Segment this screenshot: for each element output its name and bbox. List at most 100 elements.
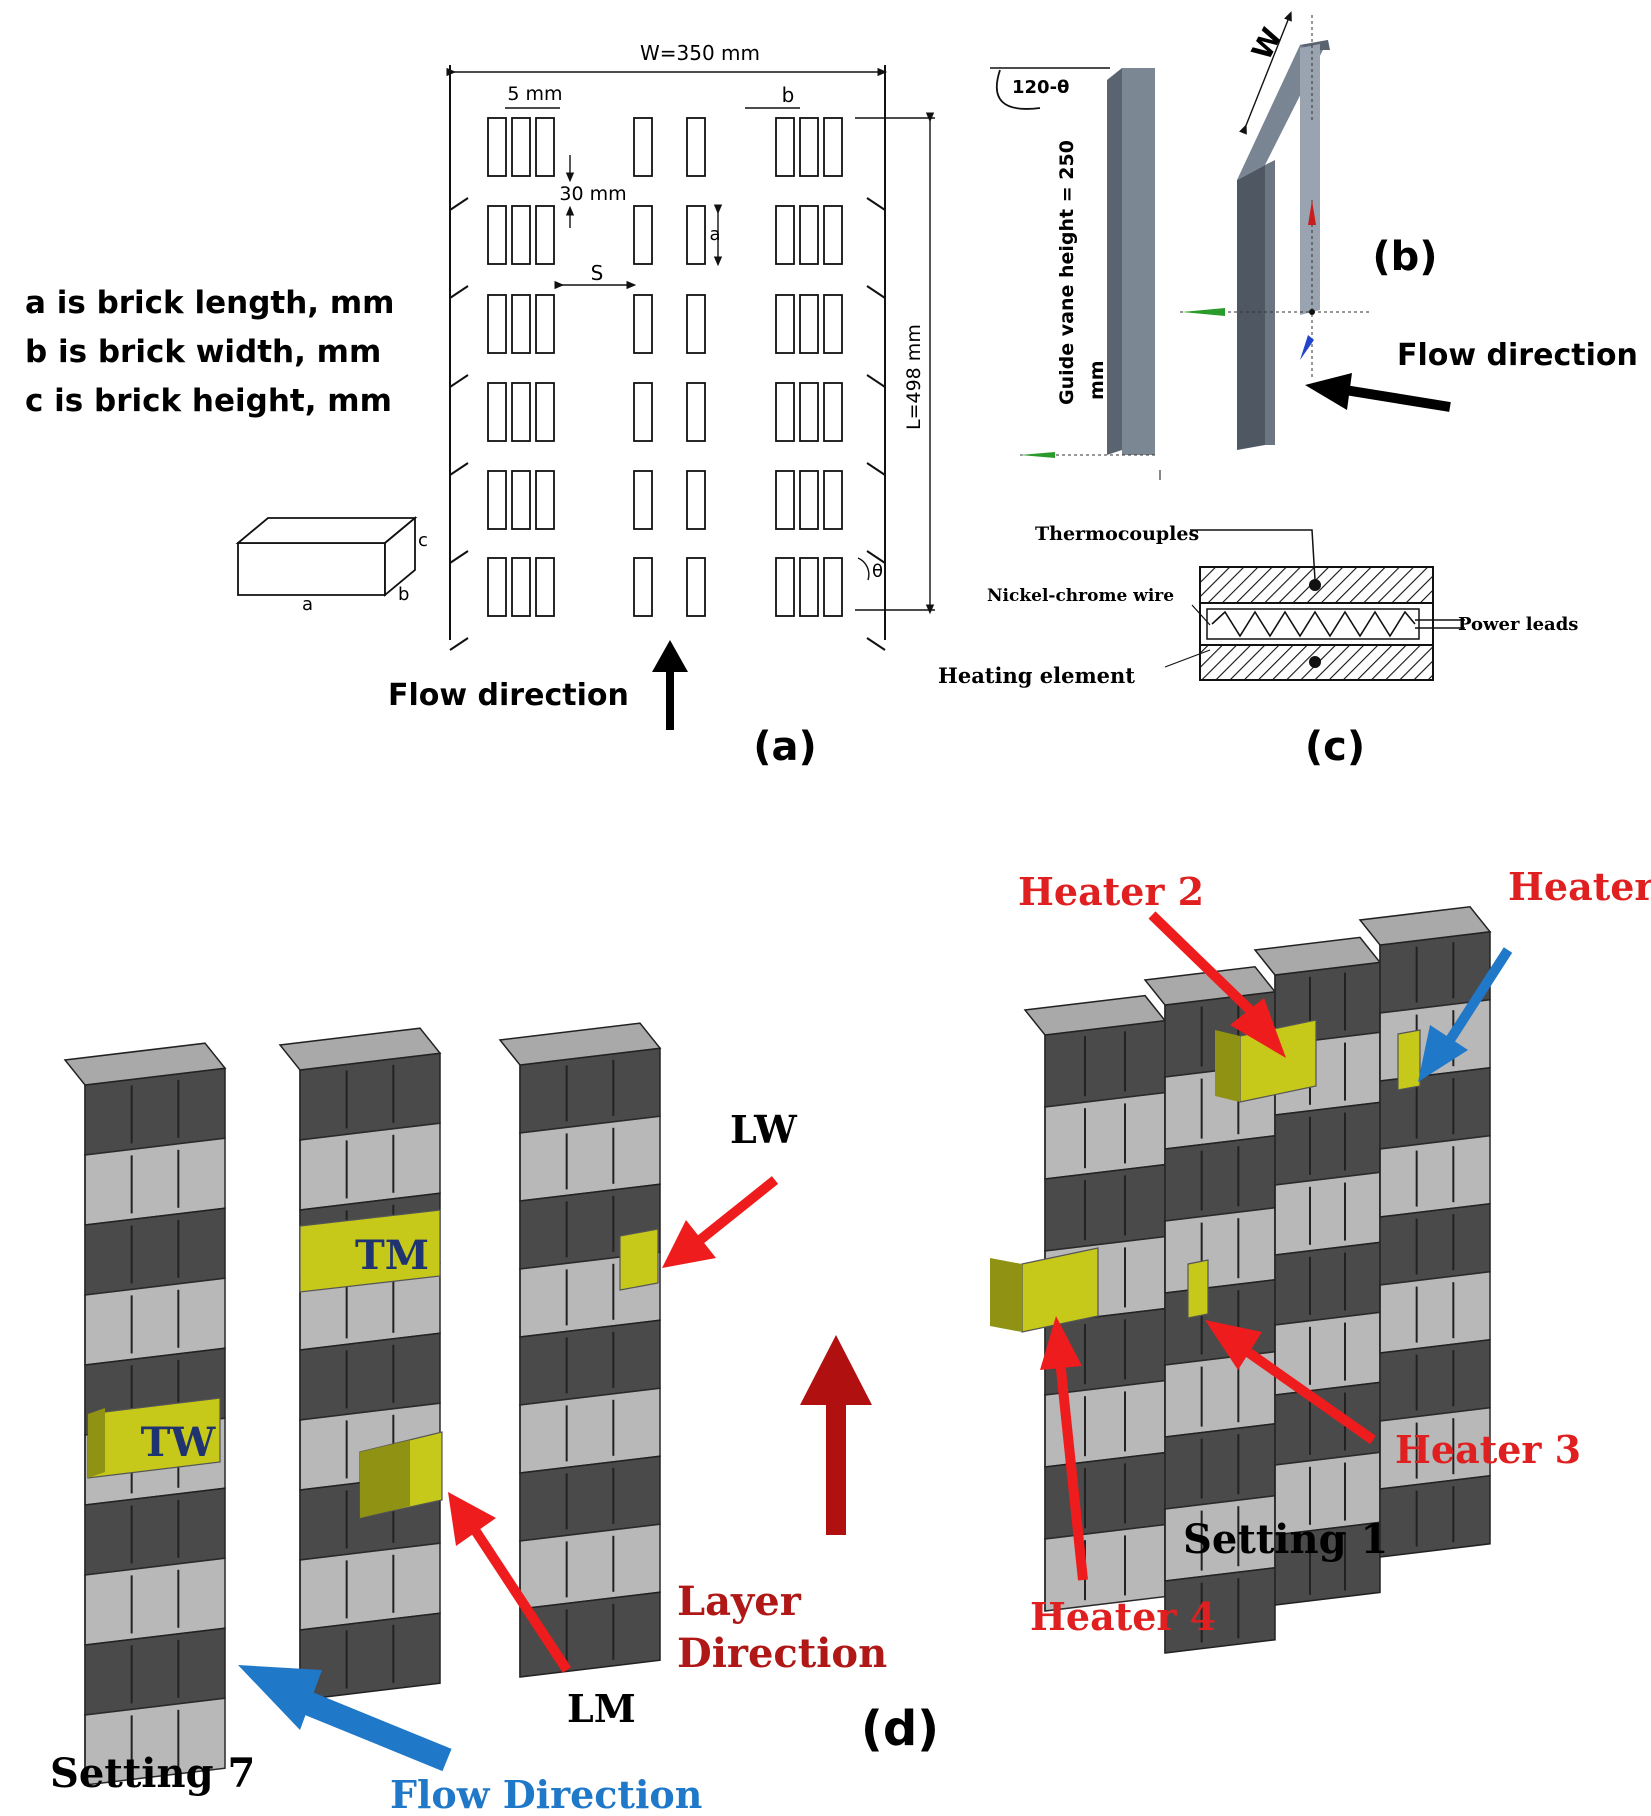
brick-left xyxy=(487,117,507,177)
brick-right xyxy=(823,117,843,177)
legend-c: c is brick height, mm xyxy=(25,383,392,419)
guide-vane-right xyxy=(866,374,886,388)
heater1-arrowhead xyxy=(1418,1025,1468,1082)
brick-c-label: c xyxy=(418,530,428,551)
axis-green-1 xyxy=(1020,452,1055,458)
setting1-stack3-layer-front xyxy=(1274,1101,1381,1186)
vane-height-label-1: Guide vane height = 250 xyxy=(1056,140,1078,405)
caption-b: (b) xyxy=(1372,234,1437,280)
straight-vane-side xyxy=(1107,68,1122,455)
legend-a: a is brick length, mm xyxy=(25,285,394,321)
width-label: W=350 mm xyxy=(640,41,760,65)
wire-label: Nickel-chrome wire xyxy=(987,586,1174,606)
lm-arrowhead xyxy=(448,1492,496,1546)
caption-a: (a) xyxy=(753,724,817,770)
brick-left xyxy=(511,382,531,442)
a-label: a xyxy=(709,224,720,245)
setting1-stack4-layer-front xyxy=(1379,1474,1491,1558)
legend-b: b is brick width, mm xyxy=(25,334,381,370)
lw-arrow xyxy=(696,1176,779,1244)
brick-right xyxy=(775,557,795,617)
brick-grid xyxy=(487,117,843,617)
wire-leader xyxy=(1191,604,1211,626)
setting7-stack1-top xyxy=(63,1042,227,1086)
setting1-stack4-top xyxy=(1358,906,1492,946)
brick-middle xyxy=(633,382,653,442)
brick-middle xyxy=(686,205,706,265)
lw-label: LW xyxy=(730,1107,798,1152)
tm-label: TM xyxy=(355,1232,429,1279)
thermocouple-top xyxy=(1309,579,1321,591)
heater4-label: Heater 4 xyxy=(1030,1594,1216,1639)
setting7-label: Setting 7 xyxy=(50,1750,255,1797)
setting1-stack1-top xyxy=(1023,994,1167,1036)
bent-vane-back xyxy=(1300,44,1320,315)
guide-vane-right xyxy=(866,462,886,476)
brick-left xyxy=(535,382,555,442)
setting1-stack3-layer-front xyxy=(1274,1241,1381,1326)
axis-green-2 xyxy=(1182,308,1225,316)
brick-right xyxy=(775,294,795,354)
bent-vane-lower-side xyxy=(1237,165,1265,450)
b-label: b xyxy=(782,83,795,107)
brick-left xyxy=(487,294,507,354)
flow-arrow-d xyxy=(295,1688,452,1772)
brick-sketch xyxy=(235,516,418,597)
heater3-brick xyxy=(1187,1259,1209,1319)
straight-vane-front xyxy=(1122,68,1155,455)
lw-arrowhead xyxy=(662,1220,716,1268)
brick-right xyxy=(823,470,843,530)
heater2-label: Heater 2 xyxy=(1018,869,1204,914)
tm-brick xyxy=(299,1209,441,1293)
angle-arc xyxy=(995,69,1041,110)
nichrome-wire xyxy=(1211,610,1416,638)
gap-label: 5 mm xyxy=(507,83,562,105)
setting1-label: Setting 1 xyxy=(1183,1516,1388,1563)
axis-blue xyxy=(1300,335,1314,360)
guide-vane-left xyxy=(449,550,469,564)
thermocouple-bottom xyxy=(1309,656,1321,668)
leads-label: Power leads xyxy=(1458,614,1578,635)
brick-right xyxy=(799,557,819,617)
length-label: L=498 mm xyxy=(903,324,925,430)
vane-height-label-2: mm xyxy=(1086,360,1108,400)
brick-middle xyxy=(686,117,706,177)
brick-right xyxy=(823,557,843,617)
setting1-stack3-top xyxy=(1253,936,1382,976)
axis-red xyxy=(1308,200,1316,225)
setting1-stack4-layer-front xyxy=(1379,1270,1491,1354)
brick-middle xyxy=(686,382,706,442)
lm-label: LM xyxy=(567,1686,636,1731)
heater4-brick-side xyxy=(990,1258,1022,1332)
w-dimension xyxy=(1239,11,1292,135)
flow-label-d: Flow Direction xyxy=(390,1772,702,1816)
brick-right xyxy=(775,205,795,265)
setting1-stack3-layer-front xyxy=(1274,1381,1381,1466)
brick-left xyxy=(487,382,507,442)
guide-vanes xyxy=(449,197,886,651)
row-gap-label: 30 mm xyxy=(559,183,626,205)
brick-right xyxy=(775,117,795,177)
brick-right xyxy=(799,470,819,530)
brick-right xyxy=(799,294,819,354)
lw-brick xyxy=(619,1228,659,1291)
element-leader xyxy=(1164,649,1211,668)
s-label: S xyxy=(591,261,604,285)
lm-arrow xyxy=(470,1527,572,1673)
brick-left xyxy=(487,557,507,617)
flow-label-a: Flow direction xyxy=(388,678,629,713)
setting1-stack4-layer-front xyxy=(1379,1338,1491,1422)
flow-arrow-b xyxy=(1344,385,1451,412)
brick-middle xyxy=(686,470,706,530)
heater2-brick-side xyxy=(1215,1030,1240,1102)
panel-a: W=350 mm 5 mm b 30 mm a S L=498 mm θ a i… xyxy=(25,41,935,770)
setting1-stack2-layer-front xyxy=(1164,1206,1276,1294)
brick-middle xyxy=(686,557,706,617)
brick-left xyxy=(511,205,531,265)
brick-right xyxy=(799,205,819,265)
theta-arc xyxy=(857,557,870,581)
caption-d: (d) xyxy=(861,1701,939,1757)
brick-right xyxy=(799,382,819,442)
guide-vane-right xyxy=(866,637,886,651)
